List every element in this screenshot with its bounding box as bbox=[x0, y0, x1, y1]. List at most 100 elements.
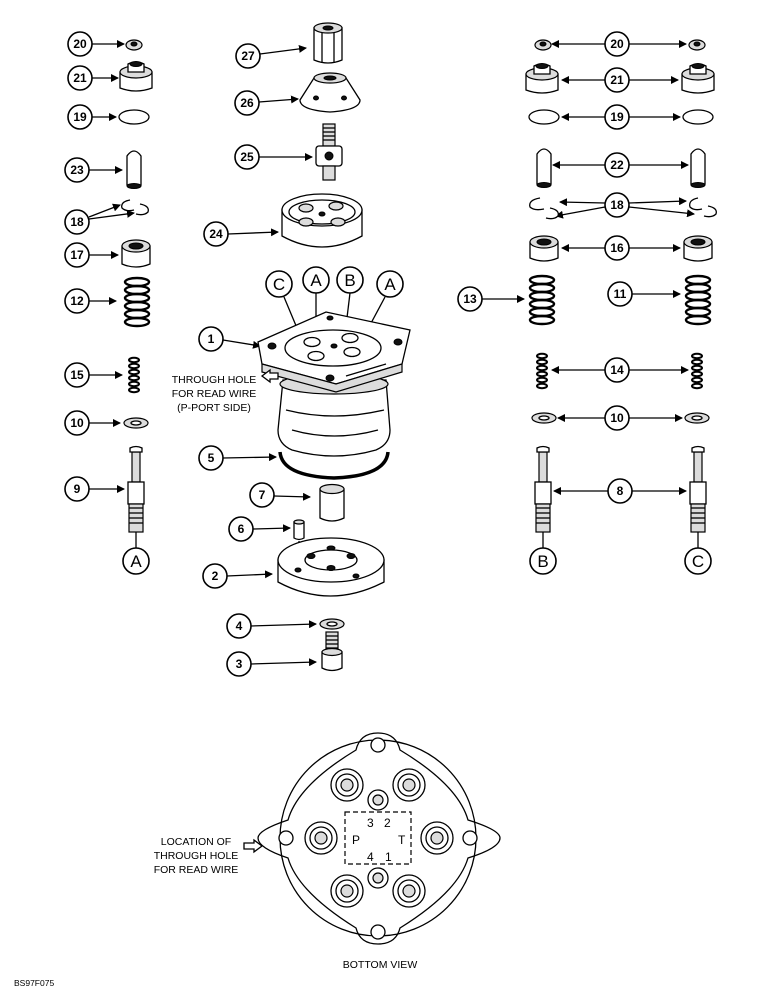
callout-1: 1 bbox=[198, 326, 261, 352]
svg-text:19: 19 bbox=[73, 110, 87, 124]
callout-10-left: 10 bbox=[64, 410, 121, 436]
part-7-bushing bbox=[319, 483, 345, 522]
part-5-o-ring bbox=[278, 451, 390, 480]
svg-text:18: 18 bbox=[610, 198, 624, 212]
part-1-valve-body bbox=[257, 311, 411, 457]
part-13-spring-right bbox=[528, 274, 556, 326]
part-2-flange bbox=[277, 537, 385, 597]
svg-text:20: 20 bbox=[610, 37, 624, 51]
svg-text:9: 9 bbox=[74, 482, 81, 496]
part-8-spool-right-a bbox=[534, 445, 552, 548]
svg-text:2: 2 bbox=[384, 816, 391, 830]
svg-text:4: 4 bbox=[367, 850, 374, 864]
port-label-a-top-2: A bbox=[361, 270, 404, 341]
svg-text:11: 11 bbox=[614, 287, 627, 301]
callout-19-left: 19 bbox=[67, 104, 117, 130]
part-21-cap-right-b bbox=[681, 63, 715, 94]
svg-text:THROUGH HOLE: THROUGH HOLE bbox=[154, 850, 239, 862]
svg-text:10: 10 bbox=[610, 411, 624, 425]
svg-text:FOR READ WIRE: FOR READ WIRE bbox=[154, 864, 239, 876]
bottom-view-port-2 bbox=[392, 768, 426, 802]
part-16-retainer-right-a bbox=[529, 235, 559, 262]
port-label-c-bottom: C bbox=[684, 547, 712, 575]
part-16-retainer-right-b bbox=[683, 235, 713, 262]
callout-9-left: 9 bbox=[64, 476, 125, 502]
bottom-view-small-port-top bbox=[367, 789, 389, 811]
bottom-view-plate bbox=[257, 732, 501, 945]
svg-text:4: 4 bbox=[236, 619, 243, 633]
svg-text:THROUGH HOLE: THROUGH HOLE bbox=[172, 374, 257, 386]
callout-19-right: 19 bbox=[561, 104, 681, 130]
svg-text:B: B bbox=[537, 552, 548, 571]
callout-7: 7 bbox=[249, 482, 311, 508]
callout-24: 24 bbox=[203, 221, 279, 247]
part-18-clips-left bbox=[121, 199, 149, 216]
svg-text:21: 21 bbox=[73, 71, 87, 85]
svg-text:2: 2 bbox=[212, 569, 219, 583]
callout-23-left: 23 bbox=[64, 157, 123, 183]
part-15-spring-left bbox=[128, 356, 140, 394]
svg-text:3: 3 bbox=[236, 657, 243, 671]
bottom-view-caption: BOTTOM VIEW bbox=[343, 959, 418, 971]
svg-text:17: 17 bbox=[70, 248, 84, 262]
part-19-o-ring-left bbox=[118, 109, 150, 125]
bottom-view-port-4 bbox=[420, 821, 454, 855]
part-26-boot bbox=[299, 72, 361, 113]
bottom-view-port-3 bbox=[304, 821, 338, 855]
callout-16-right: 16 bbox=[561, 235, 681, 261]
svg-text:T: T bbox=[398, 833, 406, 847]
part-19-o-ring-right-b bbox=[682, 109, 714, 125]
svg-text:C: C bbox=[692, 552, 704, 571]
bottom-view-port-1 bbox=[330, 768, 364, 802]
svg-text:7: 7 bbox=[259, 488, 266, 502]
bottom-view-small-port-bottom bbox=[367, 867, 389, 889]
part-22-plunger-right-a bbox=[536, 148, 552, 188]
svg-text:P: P bbox=[352, 833, 360, 847]
callout-3: 3 bbox=[226, 651, 317, 677]
callout-11-right: 11 bbox=[607, 281, 681, 307]
callout-15-left: 15 bbox=[64, 362, 123, 388]
callout-20-right: 20 bbox=[551, 31, 687, 57]
callout-17-left: 17 bbox=[64, 242, 119, 268]
svg-text:23: 23 bbox=[70, 163, 84, 177]
part-23-plunger-left bbox=[126, 150, 142, 189]
part-18-clips-right-b bbox=[689, 197, 717, 218]
callout-10-right: 10 bbox=[557, 405, 683, 431]
part-24-plate bbox=[281, 193, 363, 248]
port-label-c-top: C bbox=[265, 270, 303, 341]
part-14-spring-right-b bbox=[691, 352, 703, 390]
part-18-clips-right-a bbox=[529, 197, 559, 220]
part-17-retainer-left bbox=[121, 239, 151, 268]
callout-14-right: 14 bbox=[551, 357, 689, 383]
svg-text:22: 22 bbox=[610, 158, 624, 172]
part-21-cap-left bbox=[119, 61, 153, 92]
part-10-washer-right-a bbox=[531, 412, 557, 424]
part-10-washer-left bbox=[123, 417, 149, 429]
port-label-a-top-1: A bbox=[302, 266, 330, 330]
location-note: LOCATION OF THROUGH HOLE FOR READ WIRE bbox=[154, 836, 264, 876]
part-19-o-ring-right-a bbox=[528, 109, 560, 125]
part-8-spool-right-b bbox=[689, 445, 707, 548]
callout-27: 27 bbox=[235, 43, 307, 69]
callout-21-left: 21 bbox=[67, 65, 119, 91]
callout-2: 2 bbox=[202, 563, 273, 589]
callout-21-right: 21 bbox=[561, 67, 679, 93]
part-20-nut-right-a bbox=[534, 39, 552, 51]
bottom-view-port-6 bbox=[392, 874, 426, 908]
svg-text:12: 12 bbox=[70, 294, 84, 308]
callout-18-right: 18 bbox=[555, 192, 695, 219]
svg-text:8: 8 bbox=[617, 484, 624, 498]
part-21-cap-right-a bbox=[525, 63, 559, 94]
svg-text:C: C bbox=[273, 275, 285, 294]
callout-4: 4 bbox=[226, 613, 317, 639]
part-4-washer bbox=[319, 618, 345, 630]
part-12-spring-left bbox=[123, 276, 151, 328]
svg-text:14: 14 bbox=[610, 363, 624, 377]
callout-5: 5 bbox=[198, 445, 277, 471]
callout-26: 26 bbox=[234, 90, 299, 116]
svg-text:FOR READ WIRE: FOR READ WIRE bbox=[172, 388, 257, 400]
part-10-washer-right-b bbox=[684, 412, 710, 424]
svg-text:A: A bbox=[310, 271, 322, 290]
svg-text:15: 15 bbox=[70, 368, 84, 382]
